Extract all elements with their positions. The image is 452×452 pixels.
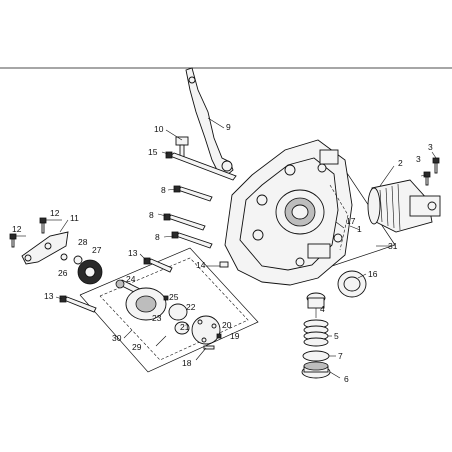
bolt-12b xyxy=(9,233,17,248)
callout-11: 11 xyxy=(70,213,79,223)
callout-31: 31 xyxy=(388,241,398,251)
callout-29: 29 xyxy=(132,342,142,352)
callout-9: 9 xyxy=(226,122,231,132)
callout-21: 21 xyxy=(180,322,190,332)
callout-4: 4 xyxy=(320,304,325,314)
bolt-15 xyxy=(165,151,237,181)
callout-27: 27 xyxy=(92,245,102,255)
filter-cap-4 xyxy=(306,292,326,309)
callout-19: 19 xyxy=(230,331,240,341)
callout-30: 30 xyxy=(112,333,122,343)
plug-14 xyxy=(219,261,229,268)
callout-12a: 12 xyxy=(50,208,60,218)
callout-22: 22 xyxy=(186,302,196,312)
callout-26: 26 xyxy=(58,268,68,278)
starter-motor xyxy=(367,179,441,233)
callout-8a: 8 xyxy=(161,185,166,195)
crankcase-cover xyxy=(224,139,353,286)
callout-16: 16 xyxy=(368,269,378,279)
callout-13b: 13 xyxy=(44,291,54,301)
bolt-8a xyxy=(173,185,213,202)
bolt-8b xyxy=(163,213,206,231)
callout-24: 24 xyxy=(126,274,136,284)
callout-14: 14 xyxy=(196,260,206,270)
lever-arm xyxy=(185,67,234,177)
inner-rotor-21 xyxy=(174,321,190,335)
callout-28: 28 xyxy=(78,237,88,247)
drain-plug-6 xyxy=(301,361,331,379)
bracket-11 xyxy=(21,231,69,265)
callout-8c: 8 xyxy=(155,232,160,242)
callout-25: 25 xyxy=(169,292,179,302)
pump-body-23 xyxy=(125,287,167,321)
bolt-13b xyxy=(59,295,97,313)
callout-12b: 12 xyxy=(12,224,22,234)
outer-rotor-22 xyxy=(168,303,188,321)
cover-20 xyxy=(191,315,221,345)
callout-labels: 1 2 3 3 4 5 6 7 8 8 8 9 10 11 12 12 13 1… xyxy=(12,122,433,384)
leader-lines xyxy=(16,117,437,379)
screw-3a xyxy=(423,171,431,186)
callout-13a: 13 xyxy=(128,248,138,258)
screw-18 xyxy=(203,345,215,350)
callout-17: 17 xyxy=(346,216,356,226)
callout-3b: 3 xyxy=(428,142,433,152)
callout-8b: 8 xyxy=(149,210,154,220)
callout-3a: 3 xyxy=(416,154,421,164)
oil-seal-16 xyxy=(337,270,367,298)
bolt-8c xyxy=(171,231,213,249)
callout-6: 6 xyxy=(344,374,349,384)
frame-oil-pump-inner xyxy=(99,257,249,361)
gear-26 xyxy=(77,259,103,285)
callout-15: 15 xyxy=(148,147,158,157)
bolt-12a xyxy=(39,217,47,234)
callout-2: 2 xyxy=(398,158,403,168)
callout-18: 18 xyxy=(182,358,192,368)
spring-5 xyxy=(303,319,329,347)
callout-10: 10 xyxy=(154,124,164,134)
o-ring-7 xyxy=(302,350,330,362)
clip-28 xyxy=(60,253,68,261)
screw-3b xyxy=(432,157,440,174)
washer-27 xyxy=(73,255,83,265)
callout-20: 20 xyxy=(222,320,232,330)
callout-5: 5 xyxy=(334,331,339,341)
callout-7: 7 xyxy=(338,351,343,361)
callout-23: 23 xyxy=(152,313,162,323)
bolt-13a xyxy=(143,257,173,273)
pin-19 xyxy=(216,333,222,339)
pin-25 xyxy=(163,295,169,301)
callout-1: 1 xyxy=(357,224,362,234)
gasket-17 xyxy=(329,184,349,251)
